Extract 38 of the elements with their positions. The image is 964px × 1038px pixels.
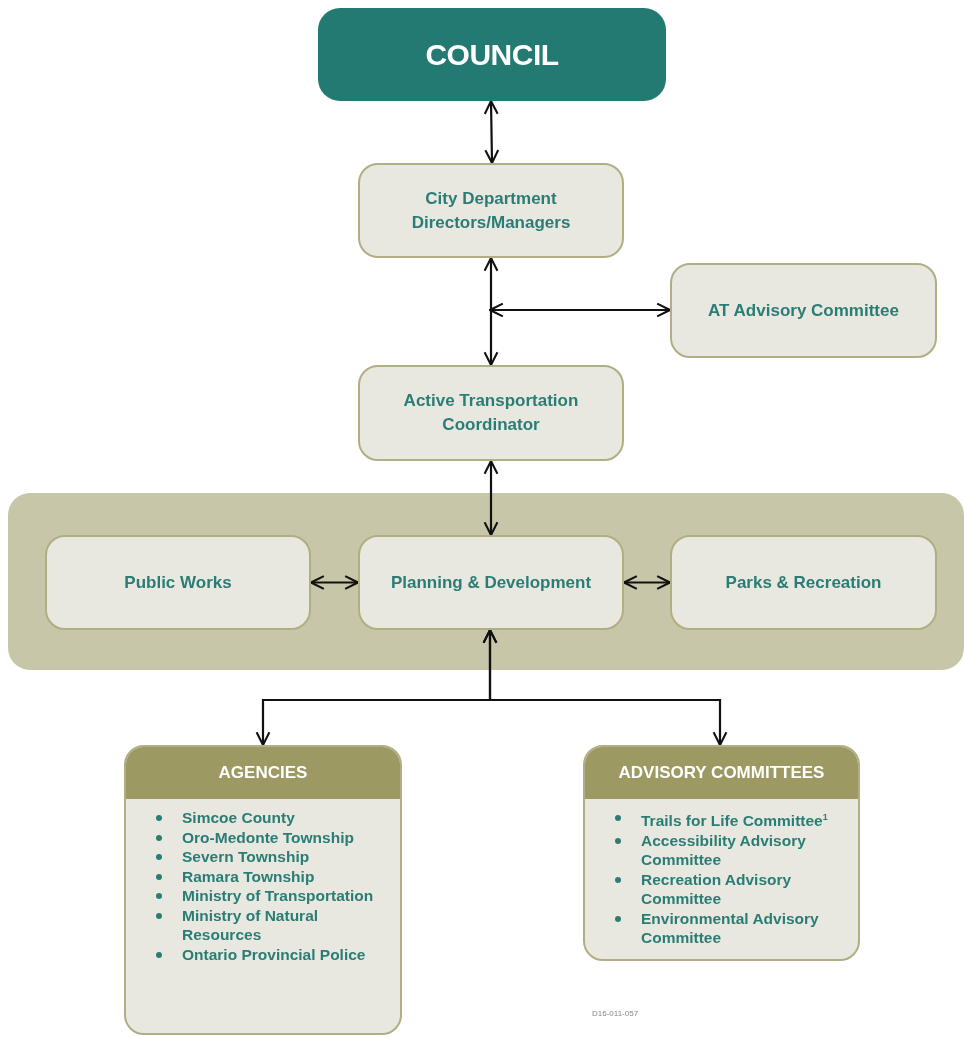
process-box (670, 263, 937, 358)
list-card (583, 745, 860, 961)
list-item-text: Ministry of Transportation (182, 886, 374, 906)
list-card (124, 745, 402, 1035)
list-item-text: Oro-Medonte Township (182, 827, 354, 847)
list-item-text: Environmental Advisory Committee (641, 908, 820, 948)
card-header: AGENCIES (126, 747, 400, 799)
list-item-text: Ministry of Natural Resources (182, 905, 320, 945)
list-item-text: Recreation Advisory Committee (641, 869, 793, 909)
council-box (318, 8, 666, 101)
drawing-number: D16-011-057 (592, 1009, 639, 1018)
list-item-text: Simcoe County (182, 808, 295, 828)
card-header: ADVISORY COMMITTEES (585, 747, 858, 799)
process-box (358, 535, 624, 630)
list-item-text: Trails for Life Committee$^{1}$ (641, 811, 828, 831)
list-item-text: Ontario Provincial Police (182, 944, 366, 964)
arrow (483, 256, 499, 367)
list-item-text: Ramara Township (182, 866, 315, 886)
process-box (358, 163, 624, 258)
arrow (483, 459, 499, 537)
process-box (358, 365, 624, 461)
process-box (45, 535, 311, 630)
arrow (622, 575, 672, 590)
department-band (8, 493, 964, 670)
box-label: AT Advisory Committee (708, 299, 899, 322)
box-label: Parks & Recreation (725, 571, 882, 594)
box-label: Public Works (124, 571, 232, 594)
list-item-text: Accessibility Advisory Committee (641, 830, 807, 870)
arrow (482, 628, 728, 747)
list-item-text: Severn Township (182, 847, 310, 867)
arrow (483, 99, 500, 165)
arrow (309, 575, 360, 590)
box-label: Planning & Development (390, 571, 592, 594)
box-label: City Department Directors/Managers (410, 187, 572, 234)
box-title: COUNCIL (425, 37, 559, 72)
arrow (488, 302, 672, 318)
process-box (670, 535, 937, 630)
box-label: Active Transportation Coordinator (402, 390, 580, 436)
